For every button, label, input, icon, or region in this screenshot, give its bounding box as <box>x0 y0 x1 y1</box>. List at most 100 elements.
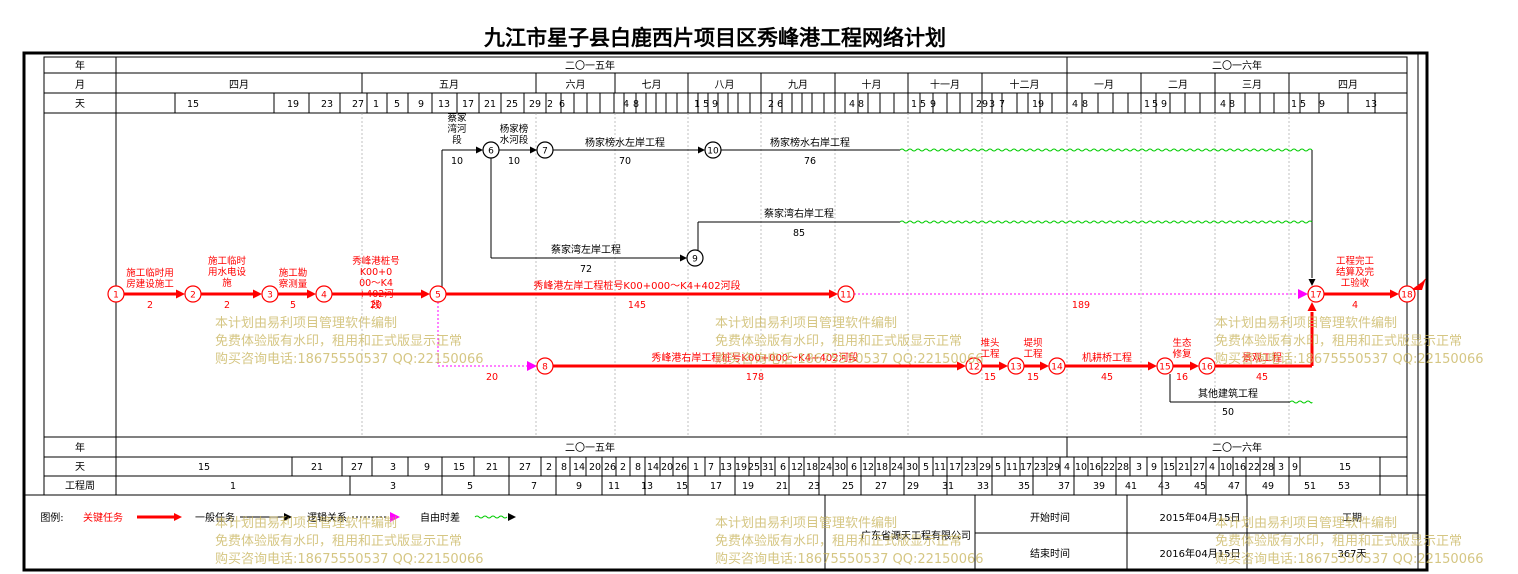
footer-day-tick-label: 12 <box>791 462 803 473</box>
week-label: 45 <box>1194 481 1206 492</box>
week-label: 23 <box>808 481 820 492</box>
footer-day-tick-label: 1 <box>693 462 699 473</box>
footer-day-tick-label: 3 <box>1278 462 1284 473</box>
task-4-5-head <box>421 289 430 299</box>
task-14-15-head <box>1148 361 1157 371</box>
month-label: 六月 <box>566 79 586 91</box>
node-15 <box>1156 357 1174 375</box>
footer-day-tick-label: 28 <box>1117 462 1129 473</box>
task-5-6-head <box>476 146 483 154</box>
node-2-label: 2 <box>190 291 196 301</box>
node-6-label: 6 <box>488 147 494 157</box>
footer-day-tick-label: 23 <box>1034 462 1046 473</box>
node-18 <box>1398 285 1416 303</box>
footer-day-tick-label: 24 <box>820 462 832 473</box>
node-9 <box>686 249 704 267</box>
duration-value: 367天 <box>1337 549 1366 560</box>
node-13 <box>1007 357 1025 375</box>
node-15-label: 15 <box>1159 363 1170 373</box>
task-17-18-duration: 4 <box>1352 300 1358 311</box>
footer-year-2016: 二〇一六年 <box>1212 441 1262 454</box>
week-label: 27 <box>875 481 887 492</box>
day-tick-label: 9 <box>418 99 424 110</box>
task-15-17-duration: 50 <box>1222 407 1234 418</box>
month-label: 十二月 <box>1010 78 1040 91</box>
task-5-6-label: 蔡家 <box>447 112 467 124</box>
task-3-4-duration: 5 <box>290 300 296 311</box>
week-label: 13 <box>641 481 653 492</box>
node-6 <box>482 141 500 159</box>
footer-day-tick-label: 6 <box>851 462 857 473</box>
day-tick-label: 4 <box>1072 99 1078 110</box>
week-label: 25 <box>842 481 854 492</box>
footer-day-tick-label: 24 <box>891 462 903 473</box>
footer-day-tick-label: 20 <box>661 462 673 473</box>
day-tick-label: 19 <box>287 99 299 110</box>
task-13-14-label: 工程 <box>1023 349 1043 360</box>
task-8-12-label: 秀峰港右岸工程桩号K00+000～K4+402河段 <box>651 351 858 364</box>
footer-day-tick-label: 18 <box>806 462 818 473</box>
task-15-16-label: 生态 <box>1172 337 1192 349</box>
node-2 <box>184 285 202 303</box>
week-label: 3 <box>390 481 396 492</box>
company-name: 广东省源天工程有限公司 <box>861 529 971 542</box>
week-label: 33 <box>977 481 989 492</box>
footer-day-tick-label: 22 <box>1248 462 1260 473</box>
month-label: 十一月 <box>930 78 960 91</box>
node-11 <box>837 285 855 303</box>
task-4-5-label: 00～K4 <box>359 278 393 289</box>
task-6-7-label: 水河段 <box>500 134 529 146</box>
legend-free-float-label: 自由时差 <box>420 511 460 524</box>
month-label: 五月 <box>439 79 459 91</box>
node-13-label: 13 <box>1010 363 1021 373</box>
footer-day-tick-label: 5 <box>995 462 1001 473</box>
task-14-15-label: 机耕桥工程 <box>1082 351 1132 364</box>
year-2016-label: 二〇一六年 <box>1212 59 1262 72</box>
end-flag <box>1411 278 1426 290</box>
month-label: 八月 <box>715 79 735 91</box>
day-tick-label: 8 <box>1082 99 1088 110</box>
task-16-17-label: 景观工程 <box>1242 352 1282 364</box>
month-label: 一月 <box>1094 79 1114 91</box>
month-label: 七月 <box>642 79 662 91</box>
day-tick-label: 4 <box>1220 99 1226 110</box>
task-16-17-head <box>1307 302 1317 311</box>
task-17-18-label: 工验收 <box>1341 277 1370 289</box>
footer-day-tick-label: 15 <box>198 462 210 473</box>
footer-day-tick-label: 10 <box>1220 462 1232 473</box>
footer-day-tick-label: 21 <box>311 462 323 473</box>
task-2-3-label: 用水电设 <box>208 266 247 278</box>
task-12-13-label: 堆头 <box>980 337 999 349</box>
legend-general-arrow <box>284 513 292 521</box>
task-1-2-duration: 2 <box>147 300 153 311</box>
day-tick-label: 6 <box>777 99 783 110</box>
node-1 <box>107 285 125 303</box>
week-label: 11 <box>608 481 620 492</box>
week-label: 19 <box>742 481 754 492</box>
week-label: 9 <box>576 481 582 492</box>
task-15-16-label: 修复 <box>1172 348 1192 360</box>
month-label: 三月 <box>1242 79 1262 91</box>
day-tick-label: 19 <box>1032 99 1044 110</box>
day-tick-label: 8 <box>858 99 864 110</box>
day-tick-label: 2 <box>768 99 774 110</box>
task-1-2-label: 施工临时用 <box>126 267 174 279</box>
task-15-17-label: 其他建筑工程 <box>1198 387 1258 400</box>
week-label: 39 <box>1093 481 1105 492</box>
day-tick-label: 3 <box>989 99 995 110</box>
node-18-label: 18 <box>1401 291 1413 301</box>
week-label: 53 <box>1338 481 1350 492</box>
node-12 <box>965 357 983 375</box>
node-14-label: 14 <box>1051 363 1063 373</box>
node-7 <box>536 141 554 159</box>
footer-day-tick-label: 15 <box>1339 462 1351 473</box>
footer-day-tick-label: 28 <box>1262 462 1274 473</box>
task-8-12-duration: 178 <box>746 372 764 383</box>
task-10-17-head <box>1308 279 1316 286</box>
week-label: 35 <box>1018 481 1030 492</box>
footer-day-tick-label: 8 <box>561 462 567 473</box>
footer-day-tick-label: 31 <box>762 462 774 473</box>
task-2-3-label: 施工临时 <box>208 255 247 267</box>
footer-day-tick-label: 5 <box>923 462 929 473</box>
